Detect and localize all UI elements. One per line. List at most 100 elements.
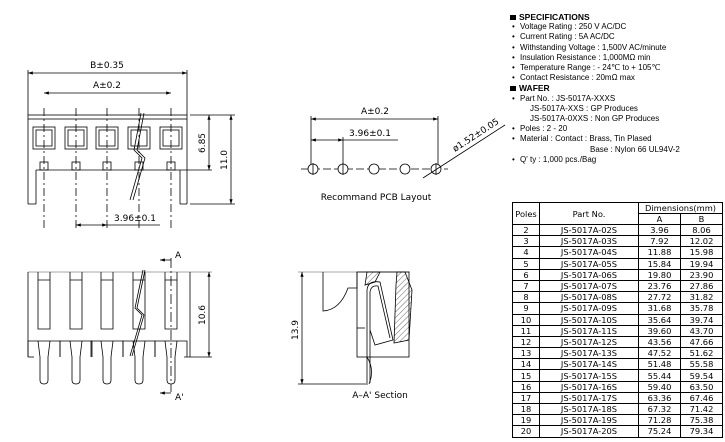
cell-part-no: JS-5017A-04S	[539, 246, 639, 259]
cell-part-no: JS-5017A-20S	[539, 425, 639, 438]
cell-b: 12.02	[680, 235, 723, 248]
cell-b: 8.06	[680, 223, 723, 237]
wafer-material: Material : Contact : Brass, Tin Plased	[512, 134, 725, 144]
wafer-material-base: Base : Nylon 66 UL94V-2	[590, 144, 680, 154]
dim-height-139: 13.9	[291, 320, 301, 340]
cell-a: 43.56	[638, 335, 681, 349]
header-a: A	[638, 213, 681, 225]
cell-poles: 11	[512, 324, 540, 337]
cell-b: 51.62	[680, 347, 723, 360]
spec-withstanding: Withstanding Voltage : 1,500V AC/minute	[512, 43, 725, 53]
pin-terminal	[90, 340, 124, 385]
cell-a: 3.96	[638, 223, 681, 237]
cell-part-no: JS-5017A-02S	[539, 223, 639, 237]
cell-a: 11.88	[638, 246, 681, 259]
pin-terminal	[27, 340, 61, 385]
pin-terminal	[59, 340, 93, 385]
cell-b: 79.34	[680, 425, 723, 438]
pcb-caption: Recommand PCB Layout	[321, 193, 432, 203]
cell-a: 55.44	[638, 369, 681, 382]
cell-part-no: JS-5017A-11S	[539, 324, 639, 337]
cell-a: 7.92	[638, 235, 681, 248]
pcb-hole	[399, 163, 411, 175]
cell-part-no: JS-5017A-17S	[539, 391, 639, 405]
cell-poles: 4	[512, 246, 540, 259]
cell-b: 63.50	[680, 380, 723, 393]
wafer-poles: Poles : 2 - 20	[512, 124, 725, 134]
pcb-dim-a: A±0.2	[361, 107, 389, 117]
spec-contact-resistance: Contact Resistance : 20mΩ max	[512, 73, 725, 83]
cell-a: 19.80	[638, 268, 681, 281]
cell-b: 35.78	[680, 302, 723, 315]
specifications-list: Voltage Rating : 250 V AC/DC Current Rat…	[510, 22, 725, 83]
contact-slot	[69, 272, 83, 330]
spec-temperature: Temperature Range : - 24℃ to + 105℃	[512, 63, 725, 73]
cell-part-no: JS-5017A-16S	[539, 380, 639, 393]
cell-poles: 5	[512, 257, 540, 270]
dim-b-label: B±0.35	[90, 61, 124, 71]
cell-poles: 12	[512, 335, 540, 349]
wafer-qty: Q' ty : 1,000 pcs./Bag	[512, 155, 725, 165]
cell-b: 27.86	[680, 279, 723, 293]
cell-poles: 20	[512, 425, 540, 438]
cell-part-no: JS-5017A-13S	[539, 347, 639, 360]
cell-part-no: JS-5017A-12S	[539, 335, 639, 349]
cell-a: 15.84	[638, 257, 681, 270]
cell-poles: 3	[512, 235, 540, 248]
cell-a: 47.52	[638, 347, 681, 360]
cell-a: 31.68	[638, 302, 681, 315]
cell-poles: 10	[512, 313, 540, 326]
cell-b: 71.42	[680, 402, 723, 416]
cell-a: 27.72	[638, 291, 681, 304]
cell-b: 59.54	[680, 369, 723, 382]
header-part-no: Part No.	[539, 202, 639, 225]
cell-part-no: JS-5017A-10S	[539, 313, 639, 326]
pcb-hole-diameter: ø1.52±0.05	[451, 117, 501, 154]
cell-poles: 19	[512, 414, 540, 427]
cell-b: 19.94	[680, 257, 723, 270]
spec-insulation: Insulation Resistance : 1,000MΩ min	[512, 53, 725, 63]
dim-height-106: 10.6	[198, 305, 208, 325]
cell-poles: 6	[512, 268, 540, 281]
cell-part-no: JS-5017A-05S	[539, 257, 639, 270]
cell-poles: 8	[512, 291, 540, 304]
cell-poles: 14	[512, 358, 540, 371]
cell-poles: 16	[512, 380, 540, 393]
cell-part-no: JS-5017A-19S	[539, 414, 639, 427]
dim-height-685: 6.85	[198, 133, 208, 153]
cell-poles: 2	[512, 223, 540, 237]
wafer-part-gp: JS-5017A-XXS : GP Produces	[530, 103, 638, 113]
section-caption: A–A' Section	[352, 391, 408, 401]
cell-b: 55.58	[680, 358, 723, 371]
front-view: B±0.35 A±0.2 6.85 11.0 3.96±0.1	[27, 61, 235, 230]
cell-poles: 18	[512, 402, 540, 416]
wafer-part-non-gp: JS-5017A-0XXS : Non GP Produces	[530, 114, 660, 124]
cell-a: 39.60	[638, 324, 681, 337]
cell-part-no: JS-5017A-09S	[539, 302, 639, 315]
spec-voltage: Voltage Rating : 250 V AC/DC	[512, 22, 725, 32]
cell-poles: 17	[512, 391, 540, 405]
wafer-title: WAFER	[510, 83, 725, 93]
contact-slot	[132, 272, 146, 330]
cell-b: 23.90	[680, 268, 723, 281]
cell-a: 35.64	[638, 313, 681, 326]
cell-part-no: JS-5017A-14S	[539, 358, 639, 371]
cell-a: 75.24	[638, 425, 681, 438]
cell-part-no: JS-5017A-03S	[539, 235, 639, 248]
cell-b: 31.82	[680, 291, 723, 304]
